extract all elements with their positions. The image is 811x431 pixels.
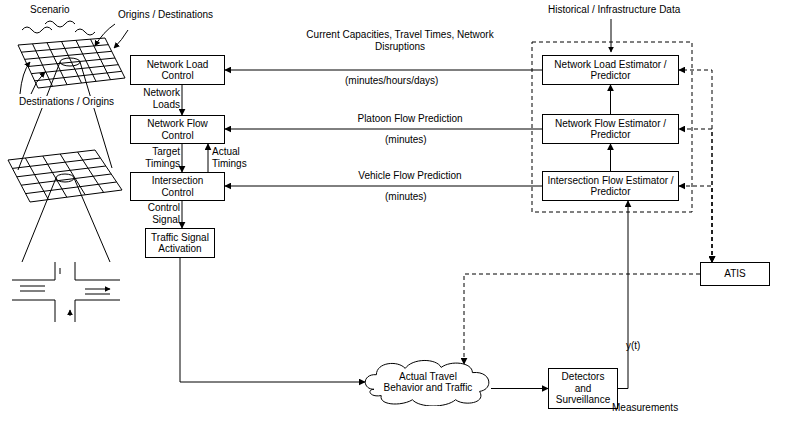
- control-box: Intersection Control: [130, 172, 225, 201]
- control-box: Network Load Control: [130, 55, 225, 85]
- note-label: Measurements: [612, 402, 678, 414]
- node-text: Network Load Estimator / Predictor: [547, 59, 674, 82]
- cloud-shape: [365, 360, 489, 406]
- edge-label: Control Signal: [132, 202, 180, 225]
- node-text: Detectors and Surveillance: [553, 371, 613, 406]
- note-label: (minutes/hours/days): [345, 75, 438, 87]
- node-text: ATIS: [724, 268, 745, 280]
- connector: [208, 144, 209, 172]
- dashed-connector: [679, 70, 712, 262]
- edge-label: Platoon Flow Prediction: [300, 113, 520, 125]
- connector: [610, 144, 611, 171]
- cone-line: [74, 178, 110, 262]
- grid-line: [95, 150, 122, 190]
- grid-line: [38, 78, 125, 88]
- control-box: Network Flow Control: [130, 115, 225, 144]
- node-text: Intersection Flow Estimator / Predictor: [547, 175, 674, 198]
- dashed-connector: [679, 186, 712, 262]
- cone-line: [18, 62, 60, 170]
- edge-label: Actual Timings: [212, 146, 262, 169]
- origin-arrow: [114, 30, 128, 48]
- connector: [225, 70, 542, 71]
- edge-label: Network Loads: [132, 87, 180, 110]
- heading-label: Scenario: [30, 4, 69, 16]
- edge-label: y(t): [626, 340, 656, 352]
- edge-label: Target Timings: [132, 146, 180, 169]
- estimator-group-outline: [532, 42, 692, 212]
- intersection-road: [12, 262, 120, 322]
- data-input-arrow: [611, 19, 612, 52]
- connector: [610, 85, 611, 114]
- connector: [182, 201, 183, 228]
- dashed-connector: [679, 129, 712, 262]
- connector: [182, 85, 183, 115]
- note-label: Destinations / Origins: [18, 96, 115, 108]
- connector: [225, 186, 542, 187]
- lane-arrow: [20, 289, 110, 291]
- note-label: Historical / Infrastructure Data: [548, 4, 680, 16]
- node-text: Traffic Signal Activation: [150, 232, 210, 255]
- connector: [182, 144, 183, 172]
- grid-line: [30, 190, 122, 202]
- node-text: Network Load Control: [135, 59, 220, 82]
- connector: [618, 201, 628, 389]
- origin-arrow: [31, 72, 45, 94]
- connector: [225, 129, 542, 130]
- sensor-box: Detectors and Surveillance: [548, 368, 618, 409]
- note-label: (minutes): [385, 191, 427, 203]
- estimator-box: Intersection Flow Estimator / Predictor: [542, 171, 679, 201]
- connector: [491, 388, 548, 389]
- origin-arrow: [95, 24, 115, 46]
- node-text: Network Flow Control: [135, 118, 220, 141]
- edge-label: Vehicle Flow Prediction: [300, 170, 520, 182]
- dashed-connector: [464, 274, 700, 364]
- grid-line: [26, 182, 117, 194]
- node-text: Intersection Control: [135, 175, 220, 198]
- estimator-box: Network Flow Estimator / Predictor: [542, 114, 679, 144]
- node-text: Actual Travel Behavior and Traffic: [378, 371, 478, 394]
- atis-box: ATIS: [700, 262, 770, 286]
- wave-line: [45, 21, 75, 27]
- node-text: Network Flow Estimator / Predictor: [547, 118, 674, 141]
- connector: [180, 258, 365, 382]
- note-label: Origins / Destinations: [118, 9, 213, 21]
- traffic-cloud: Actual Travel Behavior and Traffic: [362, 358, 494, 406]
- wave-line: [75, 29, 95, 35]
- estimator-box: Network Load Estimator / Predictor: [542, 55, 679, 85]
- process-box: Traffic Signal Activation: [145, 228, 215, 258]
- wave-line: [22, 27, 52, 33]
- edge-label: Current Capacities, Travel Times, Networ…: [290, 29, 510, 52]
- lane-arrow: [20, 268, 110, 316]
- note-label: (minutes): [385, 134, 427, 146]
- grid-line: [105, 38, 125, 78]
